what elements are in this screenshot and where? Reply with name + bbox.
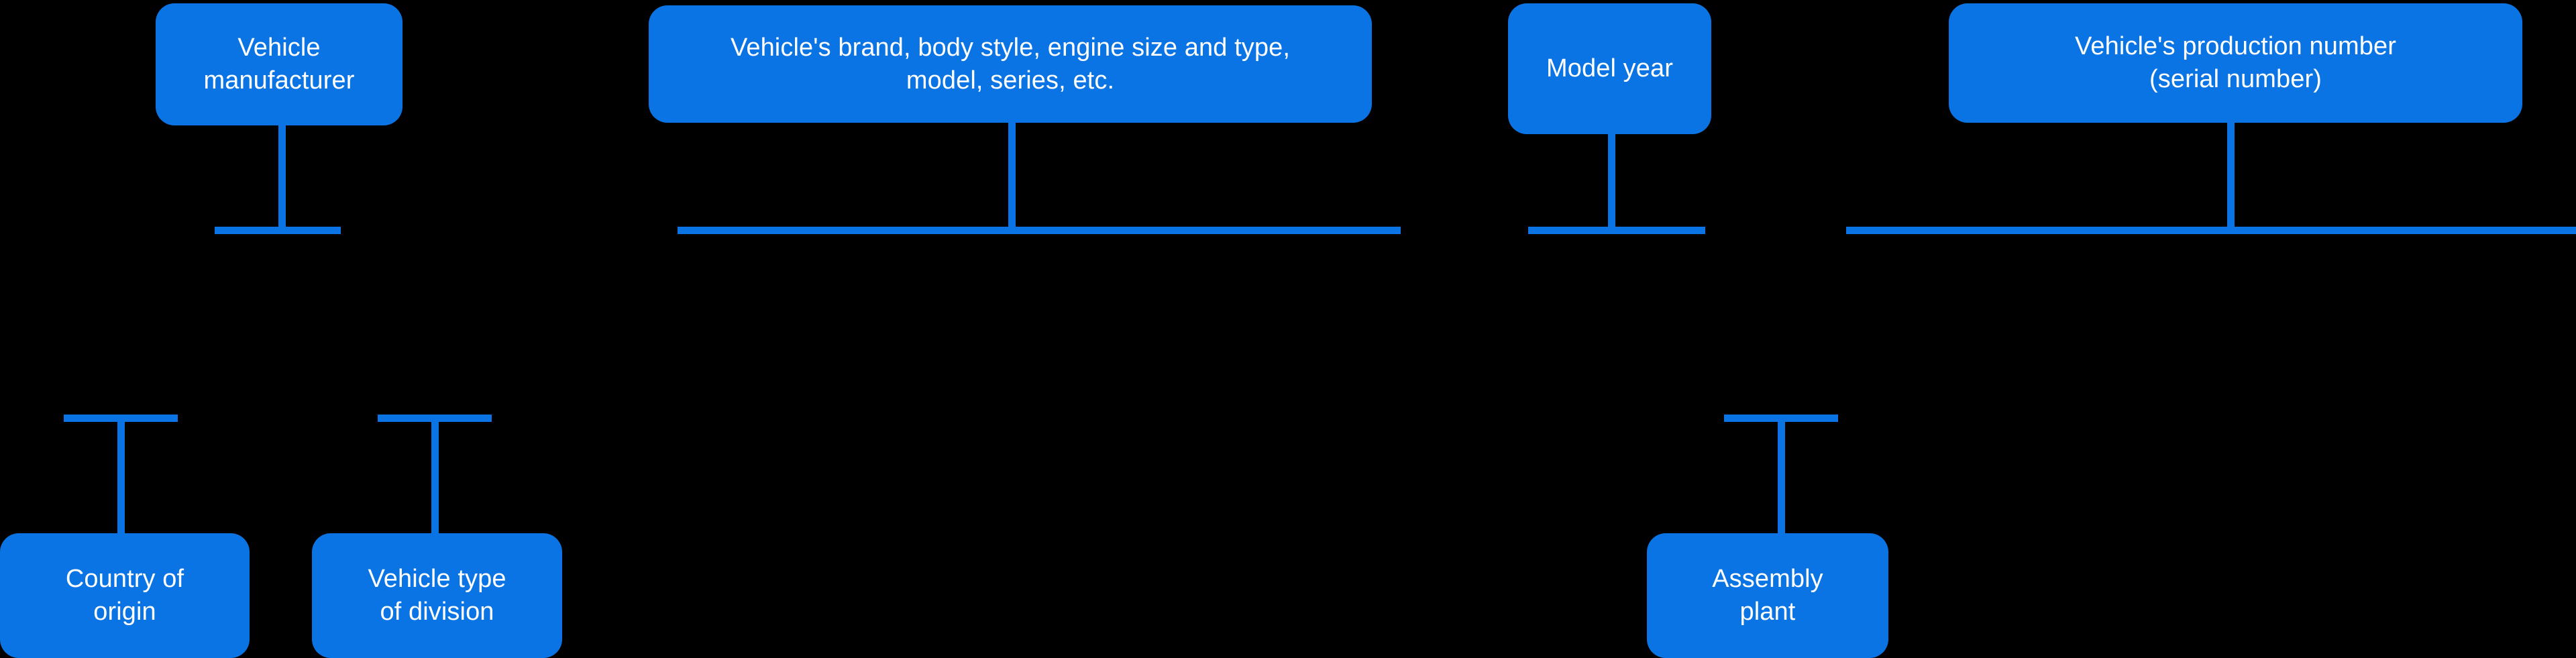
connector-bar-vehicle-type-division (378, 415, 492, 422)
connector-bar-model-year (1528, 227, 1705, 234)
connector-stem-country-of-origin (117, 421, 125, 537)
connector-bar-production-number (1846, 227, 2576, 234)
node-label-vehicle-type-division: Vehicle type of division (368, 565, 506, 626)
node-label-model-year: Model year (1546, 54, 1673, 83)
node-label-vehicle-descriptor: Vehicle's brand, body style, engine size… (730, 33, 1290, 95)
connector-stem-model-year (1608, 134, 1615, 228)
connector-stem-vehicle-type-division (431, 421, 439, 537)
connector-bar-assembly-plant (1724, 415, 1838, 422)
node-label-production-number: Vehicle's production number (serial numb… (2075, 32, 2396, 93)
connector-stem-vehicle-descriptor (1008, 123, 1016, 228)
node-model-year[interactable]: Model year (1508, 3, 1711, 134)
connector-bar-vehicle-descriptor (678, 227, 1401, 234)
node-vehicle-type-division[interactable]: Vehicle type of division (312, 533, 562, 658)
connector-stem-assembly-plant (1778, 421, 1785, 537)
connector-bar-country-of-origin (64, 415, 178, 422)
node-label-vehicle-manufacturer: Vehicle manufacturer (203, 34, 355, 95)
node-vehicle-manufacturer[interactable]: Vehicle manufacturer (156, 3, 402, 125)
node-country-of-origin[interactable]: Country of origin (0, 533, 250, 658)
connector-stem-vehicle-manufacturer (278, 125, 286, 228)
node-assembly-plant[interactable]: Assembly plant (1647, 533, 1888, 658)
node-label-country-of-origin: Country of origin (65, 565, 184, 626)
connector-stem-production-number (2227, 123, 2235, 228)
node-vehicle-descriptor[interactable]: Vehicle's brand, body style, engine size… (649, 5, 1372, 123)
node-label-assembly-plant: Assembly plant (1712, 565, 1823, 626)
node-production-number[interactable]: Vehicle's production number (serial numb… (1949, 3, 2522, 123)
connector-bar-vehicle-manufacturer (215, 227, 341, 234)
